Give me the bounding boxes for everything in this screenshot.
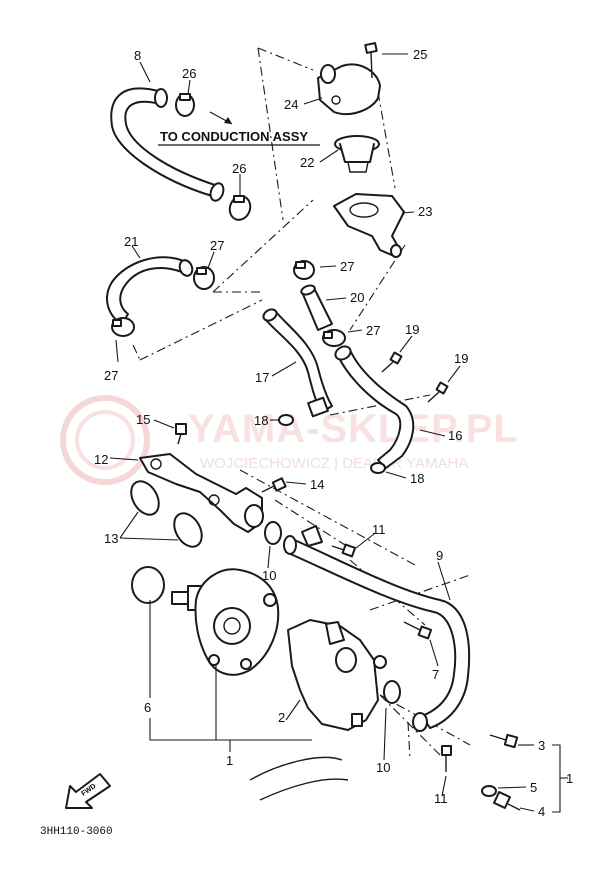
hose-8 bbox=[110, 87, 225, 202]
o-ring-10-lower bbox=[383, 680, 401, 704]
label-11-upper: 11 bbox=[372, 522, 386, 537]
watermark-logo-icon bbox=[60, 395, 150, 485]
label-27-a: 27 bbox=[210, 238, 224, 253]
thermostat-housing-23 bbox=[333, 193, 405, 258]
label-23: 23 bbox=[418, 204, 432, 219]
bolt-19-lower bbox=[427, 381, 449, 403]
label-24: 24 bbox=[284, 97, 298, 112]
label-10-upper: 10 bbox=[262, 568, 276, 583]
label-27-c: 27 bbox=[366, 323, 380, 338]
fwd-arrow-icon bbox=[65, 773, 111, 809]
conduction-assy-note: TO CONDUCTION ASSY bbox=[160, 129, 308, 144]
hose-21 bbox=[106, 256, 194, 325]
label-13: 13 bbox=[104, 531, 118, 546]
label-1-right: 1 bbox=[566, 771, 573, 786]
label-9: 9 bbox=[436, 548, 443, 563]
bolt-7 bbox=[403, 621, 433, 640]
watermark-subtitle: WOJCIECHOWICZ | DEALER YAMAHA bbox=[200, 455, 468, 472]
label-26-lower: 26 bbox=[232, 161, 246, 176]
label-18-upper: 18 bbox=[254, 413, 268, 428]
label-27-d: 27 bbox=[104, 368, 118, 383]
pipe-17 bbox=[262, 308, 333, 418]
conduction-assy-arrow bbox=[209, 111, 233, 125]
bolt-15 bbox=[175, 423, 187, 445]
bolt-14 bbox=[261, 477, 287, 493]
bolt-3 bbox=[489, 733, 519, 749]
label-12: 12 bbox=[94, 452, 108, 467]
leader-lines bbox=[109, 53, 568, 813]
watermark: YAMA-SKLEP.PL WOJCIECHOWICZ | DEALER YAM… bbox=[60, 395, 519, 485]
label-26-upper: 26 bbox=[182, 66, 196, 81]
label-1-left: 1 bbox=[226, 753, 233, 768]
label-18-lower: 18 bbox=[410, 471, 424, 486]
label-2: 2 bbox=[278, 710, 285, 725]
label-15: 15 bbox=[136, 412, 150, 427]
bolt-11-lower bbox=[441, 745, 452, 772]
label-17: 17 bbox=[255, 370, 269, 385]
label-3: 3 bbox=[538, 738, 545, 753]
washer-5 bbox=[481, 785, 497, 797]
hose-clamp-26-lower bbox=[228, 195, 252, 221]
label-21: 21 bbox=[124, 234, 138, 249]
label-22: 22 bbox=[300, 155, 314, 170]
outlet-pipe-12 bbox=[139, 453, 264, 533]
label-7: 7 bbox=[432, 667, 439, 682]
label-19-upper: 19 bbox=[405, 322, 419, 337]
pipe-20 bbox=[300, 284, 333, 331]
label-8: 8 bbox=[134, 48, 141, 63]
callout-labels: 8 26 26 25 24 22 23 21 27 27 20 27 27 19… bbox=[94, 47, 573, 819]
label-19-lower: 19 bbox=[454, 351, 468, 366]
o-ring-18-upper bbox=[278, 414, 294, 426]
bolt-11-upper bbox=[331, 543, 357, 558]
label-6: 6 bbox=[144, 700, 151, 715]
pump-housing-body bbox=[194, 568, 280, 676]
label-11-lower: 11 bbox=[434, 791, 448, 806]
thermostat-22 bbox=[334, 135, 380, 173]
o-ring-10-upper bbox=[264, 521, 282, 545]
lower-hose-fragment bbox=[249, 756, 343, 781]
hose-clamp-27-c bbox=[322, 329, 346, 347]
hose-clamp-27-b bbox=[293, 260, 315, 280]
hose-bracket bbox=[301, 525, 323, 547]
label-4: 4 bbox=[538, 804, 545, 819]
label-20: 20 bbox=[350, 290, 364, 305]
label-10-lower: 10 bbox=[376, 760, 390, 775]
label-14: 14 bbox=[310, 477, 324, 492]
watermark-title: YAMA-SKLEP.PL bbox=[188, 407, 519, 451]
diagram-code: 3HH110-3060 bbox=[40, 826, 113, 838]
o-ring-6 bbox=[131, 566, 165, 604]
label-27-b: 27 bbox=[340, 259, 354, 274]
thermostat-cover-24 bbox=[317, 63, 381, 116]
hose-clamp-26-upper bbox=[175, 93, 195, 117]
label-25: 25 bbox=[413, 47, 427, 62]
bolt-25 bbox=[364, 42, 378, 79]
label-5: 5 bbox=[530, 780, 537, 795]
water-pump-housing-2 bbox=[287, 619, 387, 731]
hose-clamp-27-a bbox=[193, 266, 215, 290]
o-ring-13-left bbox=[130, 480, 160, 516]
bolt-4 bbox=[493, 791, 521, 811]
hose-9 bbox=[283, 535, 471, 732]
hose-clamp-27-d bbox=[111, 317, 135, 337]
label-16: 16 bbox=[448, 428, 462, 443]
o-ring-13-right bbox=[173, 512, 203, 548]
bolt-19-upper bbox=[381, 351, 403, 373]
o-ring-18-lower bbox=[370, 462, 386, 474]
